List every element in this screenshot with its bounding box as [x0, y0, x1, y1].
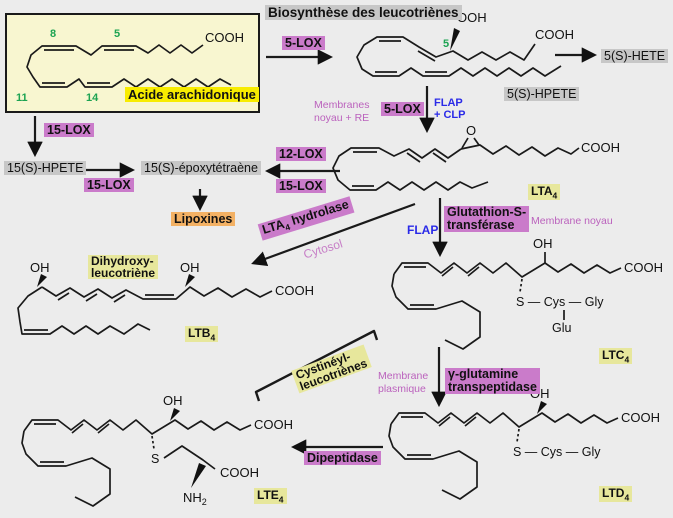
wedge-bond — [450, 28, 460, 51]
double-bond — [464, 416, 477, 427]
wedge-bond — [37, 274, 47, 287]
cooh-label: COOH — [621, 410, 660, 425]
cofactor-flap: FLAP — [407, 223, 439, 237]
enzyme-15-lox-arrow: 15-LOX — [84, 178, 134, 192]
bond-path — [17, 286, 151, 335]
location-membranes-noyau-re: Membranes noyau + RE — [314, 99, 370, 124]
ooh-label: OOH — [457, 10, 487, 25]
double-bond — [57, 292, 70, 301]
s-cys-gly-label: S — Cys — Gly — [513, 445, 601, 459]
bond-path — [391, 273, 481, 350]
carbon-11-label: 11 — [16, 92, 28, 104]
nh2-label: NH2 — [183, 490, 207, 507]
hpete5-structure: OOH 5 COOH — [356, 10, 574, 77]
oh-label: OH — [180, 260, 200, 275]
label-15s-hpete: 15(S)-HPETE — [4, 161, 87, 175]
double-bond — [71, 423, 84, 434]
s-cys-gly-label: S — Cys — Gly — [516, 295, 604, 309]
label-5s-hete: 5(S)-HETE — [601, 49, 669, 63]
bond-path — [460, 144, 580, 157]
arachidonic-acid-box: COOH 8 5 11 14 Acide arachidonique — [5, 13, 260, 113]
cooh-label: COOH — [624, 260, 663, 275]
glu-label: Glu — [552, 321, 572, 335]
epoxide-bond — [461, 137, 480, 149]
enzyme-gamma-glutamine-transpeptidase: γ-glutamine transpeptidase — [445, 368, 540, 394]
bond-path — [41, 286, 273, 300]
cooh-label: COOH — [205, 30, 244, 45]
ltd4-structure: OH COOH S — Cys — Gly — [388, 386, 660, 500]
enzyme-15-lox-box: 15-LOX — [44, 123, 94, 137]
label-15s-epoxytetraene: 15(S)-époxytétraène — [141, 161, 261, 175]
acide-arachidonique-label: Acide arachidonique — [125, 87, 259, 102]
epoxide-o-label: O — [466, 123, 476, 138]
label-lta4: LTA4 — [528, 184, 561, 201]
double-bond — [432, 152, 447, 163]
bond-path — [23, 419, 252, 435]
double-bond — [85, 293, 98, 302]
wedge-bond — [170, 408, 180, 421]
bond-path — [390, 412, 619, 428]
oh-label: OH — [30, 260, 50, 275]
label-lipoxines: Lipoxines — [171, 212, 236, 226]
double-bond — [441, 266, 454, 277]
enzyme-glutathion-s-transferase: Glutathion-S- transférase — [444, 206, 530, 232]
double-bond — [113, 294, 126, 303]
bond-path — [163, 445, 216, 470]
cooh-label: COOH — [220, 465, 259, 480]
enzyme-15-lox-right: 15-LOX — [276, 179, 326, 193]
carbon-5-label: 5 — [114, 28, 120, 40]
label-5s-hpete: 5(S)-HPETE — [504, 87, 580, 101]
double-bond — [467, 266, 480, 277]
double-bond — [97, 423, 110, 434]
ltb4-structure: OH OH COOH — [17, 260, 314, 335]
label-ltd4: LTD4 — [599, 486, 633, 503]
dashed-s-bond — [516, 428, 520, 443]
cooh-label: COOH — [254, 417, 293, 432]
bond-path — [393, 262, 622, 278]
enzyme-5-lox-mid: 5-LOX — [381, 102, 424, 116]
lta4-structure: O COOH — [332, 123, 620, 191]
lte4-structure: OH COOH S COOH NH2 — [21, 393, 293, 507]
dashed-s-bond — [151, 435, 155, 450]
cooh-label: COOH — [535, 27, 574, 42]
carbon-5-label: 5 — [443, 38, 449, 50]
bond-path — [356, 36, 562, 77]
label-ltb4: LTB4 — [185, 326, 219, 343]
wedge-bond — [185, 274, 195, 287]
label-ltc4: LTC4 — [599, 348, 633, 365]
label-dihydroxy-leucotriene: Dihydroxy- leucotriène — [88, 255, 159, 279]
location-membrane-plasmique: Membrane plasmique — [378, 370, 429, 395]
wedge-bond — [537, 401, 547, 414]
cooh-label: COOH — [275, 283, 314, 298]
oh-label: OH — [163, 393, 183, 408]
bond-path — [26, 44, 232, 88]
dashed-s-bond — [519, 278, 523, 293]
oh-label: OH — [533, 236, 553, 251]
bond-path — [21, 430, 111, 507]
arachidonic-acid-structure: COOH 8 5 11 14 — [16, 28, 244, 104]
enzyme-12-lox: 12-LOX — [276, 147, 326, 161]
double-bond — [438, 416, 451, 427]
bond-path — [388, 423, 478, 500]
cooh-label: COOH — [581, 140, 620, 155]
label-lte4: LTE4 — [254, 488, 287, 505]
carbon-14-label: 14 — [86, 92, 99, 104]
location-membrane-noyau: Membrane noyau — [531, 215, 613, 227]
cofactor-flap-clp: FLAP + CLP — [434, 97, 466, 121]
page-title: Biosynthèse des leucotriènes — [265, 5, 462, 20]
bond-path — [332, 147, 489, 191]
s-label: S — [151, 452, 159, 466]
enzyme-dipeptidase: Dipeptidase — [304, 451, 381, 465]
enzyme-5-lox-top: 5-LOX — [282, 36, 325, 50]
wedge-bond — [191, 463, 206, 488]
double-bond — [417, 50, 436, 62]
ltc4-structure: OH COOH S — Cys — Gly Glu — [391, 236, 663, 350]
carbon-8-label: 8 — [50, 28, 56, 40]
arrow-lta4-hydrolase — [251, 202, 416, 266]
double-bond — [406, 152, 421, 163]
